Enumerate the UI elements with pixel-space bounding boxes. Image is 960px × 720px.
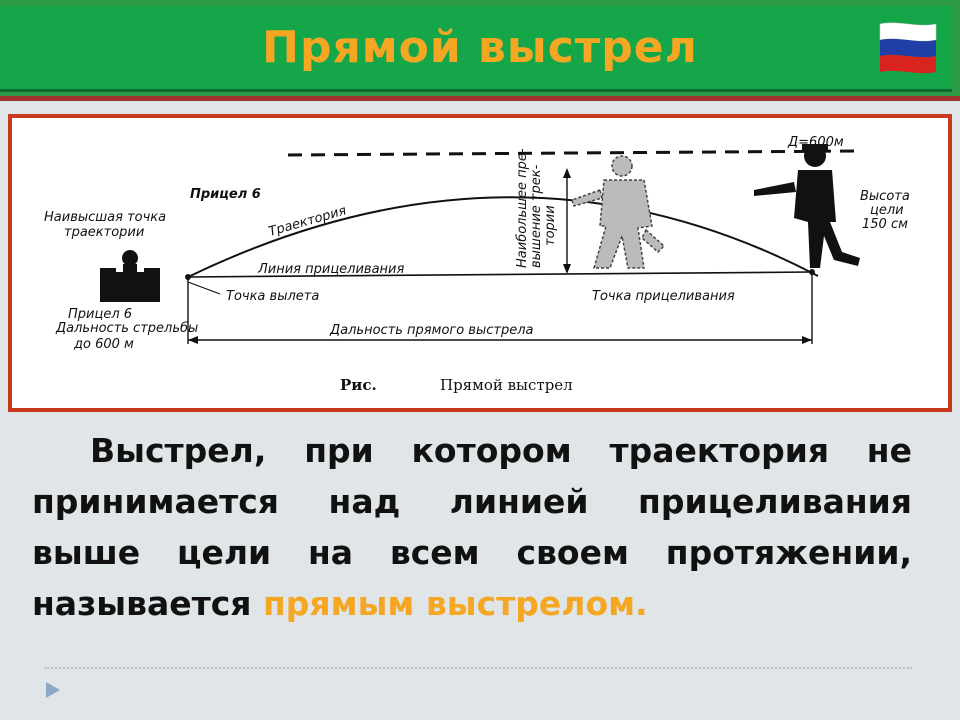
header-band xyxy=(0,6,952,92)
label-direct-range: Дальность прямого выстрела xyxy=(329,323,534,338)
figure-caption: Прямой выстрел xyxy=(440,376,573,394)
footer-divider xyxy=(44,667,912,669)
label-sight-top: Прицел 6 xyxy=(190,187,261,202)
label-target-height-3: 150 см xyxy=(862,217,908,232)
label-max-exceed-3: тории xyxy=(543,205,558,246)
aim-line xyxy=(187,271,813,278)
midpoint-soldier-figure xyxy=(571,155,666,269)
label-aim-point: Точка прицеливания xyxy=(592,289,735,304)
label-highest-point-1: Наивысшая точка xyxy=(44,210,166,225)
direct-shot-diagram: Д=600м Наивысшая точка траектории Прицел… xyxy=(44,135,910,394)
label-max-exceed-1: Наибольшее пре- xyxy=(515,148,530,268)
label-target-height-1: Высота xyxy=(860,189,910,204)
label-range-2: до 600 м xyxy=(73,337,134,352)
target-soldier-figure xyxy=(754,144,860,268)
slide-header: Прямой выстрел xyxy=(0,0,960,96)
label-departure-point: Точка вылета xyxy=(226,289,319,304)
russia-flag-icon xyxy=(879,22,937,74)
label-aim-line: Линия прицеливания xyxy=(257,262,405,277)
label-target-height-2: цели xyxy=(870,203,904,218)
figure-caption-prefix: Рис. xyxy=(340,376,377,394)
trajectory-arc xyxy=(187,196,819,278)
definition-paragraph: Выстрел, при котором траектория не прини… xyxy=(32,425,912,629)
label-sight-bottom: Прицел 6 xyxy=(68,307,132,322)
label-range-1: Дальность стрельбы xyxy=(55,321,198,336)
label-top-line: Д=600м xyxy=(787,135,844,150)
definition-highlight: прямым выстрелом. xyxy=(262,584,648,623)
slide-title: Прямой выстрел xyxy=(262,22,698,73)
header-divider xyxy=(0,96,960,101)
triangle-right-icon[interactable] xyxy=(44,680,62,700)
label-highest-point-2: траектории xyxy=(64,225,144,240)
label-max-exceed-2: вышение трек- xyxy=(529,164,544,268)
top-dashed-line xyxy=(287,149,858,157)
figure-frame: Д=600м Наивысшая точка траектории Прицел… xyxy=(8,114,952,412)
shooter-figure xyxy=(100,250,160,302)
definition-text: Выстрел, при котором траектория не прини… xyxy=(32,431,912,623)
